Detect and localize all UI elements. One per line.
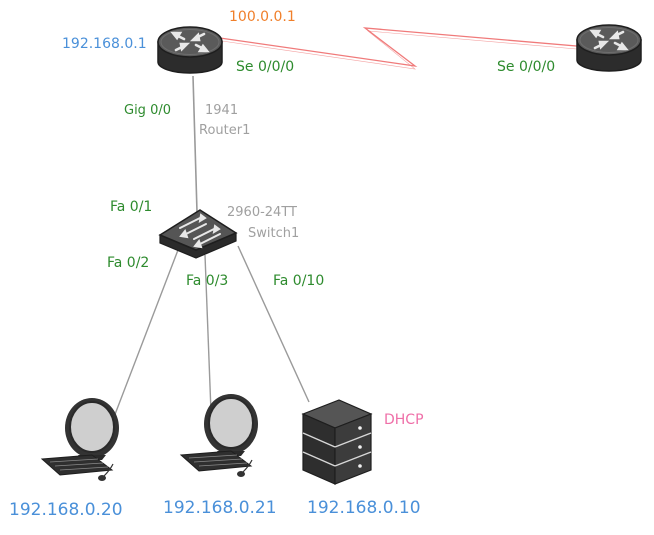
pc1-port-label: Fa 0/2 xyxy=(107,255,150,271)
server-role-label: DHCP xyxy=(384,412,424,428)
router1-wan-ip-label: 100.0.0.1 xyxy=(229,9,296,25)
pc2-icon[interactable] xyxy=(179,394,258,477)
server-ip-label: 192.168.0.10 xyxy=(307,498,421,518)
router1-serial-port-label: Se 0/0/0 xyxy=(236,59,295,75)
router-switch-link xyxy=(192,75,198,213)
switch-pc2-link xyxy=(204,254,212,413)
pc1-icon[interactable] xyxy=(40,398,119,481)
pc2-ip-label: 192.168.0.21 xyxy=(163,498,277,518)
router2-serial-port-label: Se 0/0/0 xyxy=(497,59,556,75)
pc1-ip-label: 192.168.0.20 xyxy=(9,500,123,520)
router1-ip-label: 192.168.0.1 xyxy=(62,36,147,52)
router2-icon[interactable] xyxy=(576,24,642,72)
serial-link xyxy=(219,27,601,67)
switch-pc1-link xyxy=(113,249,179,418)
server-port-label: Fa 0/10 xyxy=(273,273,325,289)
switch1-name-label: Switch1 xyxy=(248,226,300,241)
switch-server-link xyxy=(237,245,310,403)
router1-model-label: 1941 xyxy=(205,103,239,118)
router1-gig-port-label: Gig 0/0 xyxy=(124,103,171,118)
switch1-icon[interactable] xyxy=(158,209,238,259)
pc2-port-label: Fa 0/3 xyxy=(186,273,229,289)
switch1-model-label: 2960-24TT xyxy=(227,205,297,220)
router1-icon[interactable] xyxy=(157,26,223,74)
switch1-uplink-port-label: Fa 0/1 xyxy=(110,199,153,215)
router1-name-label: Router1 xyxy=(199,123,251,138)
server-icon[interactable] xyxy=(301,399,373,485)
